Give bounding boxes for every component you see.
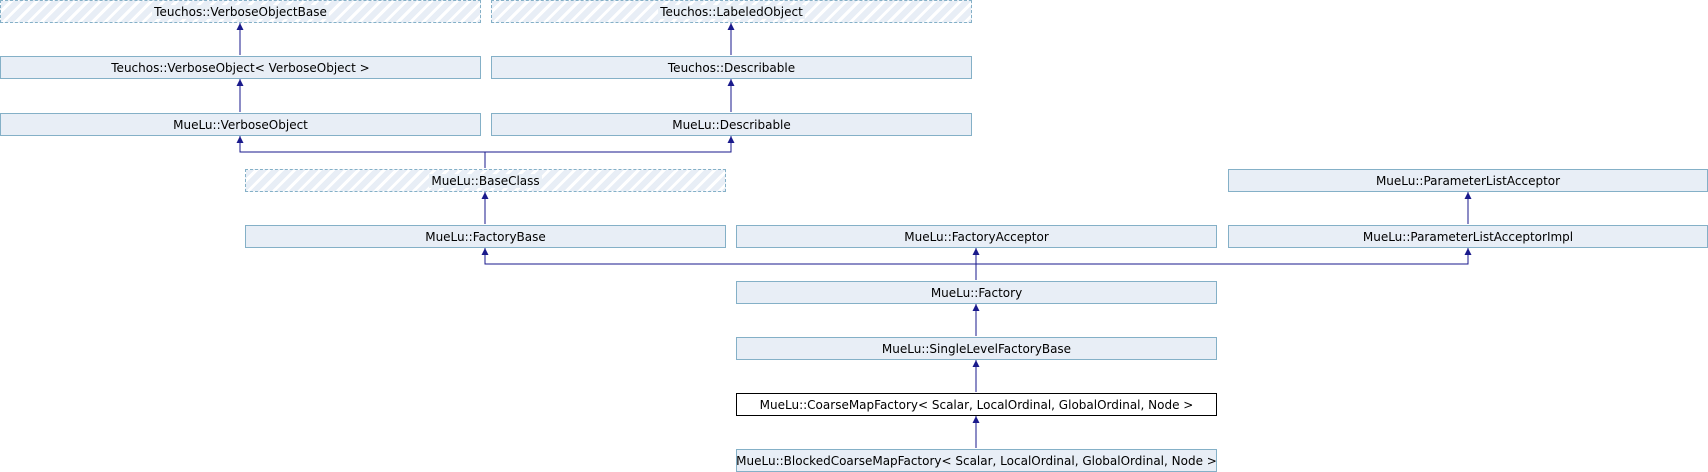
node-factory[interactable]: MueLu::Factory [736,281,1217,304]
node-label: Teuchos::LabeledObject [658,4,805,19]
edge-factory-to-plai [976,248,1472,265]
node-teuchos-verbose-object[interactable]: Teuchos::VerboseObject< VerboseObject > [0,56,481,79]
node-verbose-object-base[interactable]: Teuchos::VerboseObjectBase [0,0,481,23]
node-muelu-verbose-object[interactable]: MueLu::VerboseObject [0,113,481,136]
node-factory-base[interactable]: MueLu::FactoryBase [245,225,726,248]
node-label: Teuchos::VerboseObject< VerboseObject > [111,60,370,75]
node-label: MueLu::BlockedCoarseMapFactory< Scalar, … [736,453,1217,468]
node-muelu-describable[interactable]: MueLu::Describable [491,113,972,136]
node-label: MueLu::SingleLevelFactoryBase [881,341,1072,356]
node-blocked-coarse-map-factory[interactable]: MueLu::BlockedCoarseMapFactory< Scalar, … [736,449,1217,472]
node-labeled-object[interactable]: Teuchos::LabeledObject [491,0,972,23]
node-teuchos-describable[interactable]: Teuchos::Describable [491,56,972,79]
node-single-level-factory-base[interactable]: MueLu::SingleLevelFactoryBase [736,337,1217,360]
node-label: MueLu::FactoryBase [425,229,546,244]
edge-baseclass-to-verbose [236,136,486,168]
node-label: MueLu::CoarseMapFactory< Scalar, LocalOr… [759,397,1194,412]
node-label: MueLu::ParameterListAcceptorImpl [1362,229,1574,244]
node-label: MueLu::FactoryAcceptor [904,229,1049,244]
node-label: MueLu::ParameterListAcceptor [1375,173,1561,188]
edge-baseclass-to-describable [485,136,735,153]
node-parameter-list-acceptor[interactable]: MueLu::ParameterListAcceptor [1228,169,1708,192]
node-base-class[interactable]: MueLu::BaseClass [245,169,726,192]
node-label: Teuchos::Describable [667,60,796,75]
node-label: MueLu::VerboseObject [173,117,308,132]
node-parameter-list-acceptor-impl[interactable]: MueLu::ParameterListAcceptorImpl [1228,225,1708,248]
node-label: MueLu::BaseClass [429,173,542,188]
node-factory-acceptor[interactable]: MueLu::FactoryAcceptor [736,225,1217,248]
node-label: MueLu::Describable [672,117,791,132]
node-coarse-map-factory: MueLu::CoarseMapFactory< Scalar, LocalOr… [736,393,1217,416]
node-label: MueLu::Factory [930,285,1023,300]
node-label: Teuchos::VerboseObjectBase [152,4,329,19]
edge-factory-to-factorybase [481,248,976,265]
